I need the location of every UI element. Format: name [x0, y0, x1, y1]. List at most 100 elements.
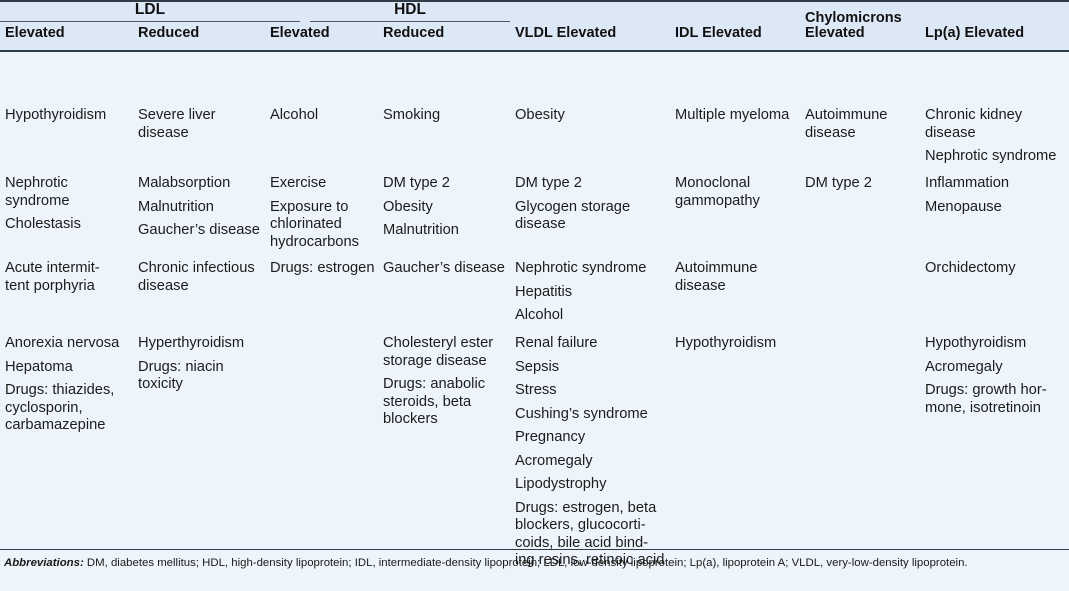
column-header-chylomicrons-elevated-line1: Chylomicrons: [805, 10, 902, 26]
entry: Smoking: [383, 107, 441, 123]
entry: Cushing’s syndrome: [515, 405, 648, 422]
footnote-rule: [0, 549, 1069, 550]
entry: Drugs: estrogen, beta blockers, glucocor…: [515, 499, 665, 569]
entry: Exposure to chlorinated hydrocarbons: [270, 198, 359, 250]
entry: Drugs: niacin toxicity: [138, 358, 224, 393]
group-header-row: LDL HDL: [0, 0, 1069, 24]
entry: Nephrotic syndrome: [925, 148, 1057, 164]
entry: Severe liver disease: [138, 107, 216, 141]
entry: Malnutrition: [383, 222, 459, 238]
entry: Cholesteryl ester storage disease: [383, 335, 494, 369]
column-header-ldl-reduced: Reduced: [138, 25, 200, 41]
entry: Exercise: [270, 175, 327, 191]
entry: Acute intermit-tent porphyria: [5, 260, 100, 294]
entry: Lipodystrophy: [515, 476, 607, 492]
entry: Nephrotic syndrome: [5, 175, 70, 209]
cell-ldl-reduced-row3: Chronic infectious disease: [138, 260, 266, 295]
cell-idl-elevated-row2: Monoclonal gammopathy: [675, 175, 800, 210]
entry: Gaucher’s disease: [383, 260, 505, 276]
entry: Hypothyroidism: [925, 335, 1027, 351]
entry: Drugs: growth hor-mone, isotretinoin: [925, 382, 1047, 416]
entry: Nephrotic syndrome: [515, 260, 647, 276]
entry: Gaucher’s disease: [138, 222, 260, 238]
entry: Hyperthyroidism: [138, 335, 245, 351]
cell-chylomicrons-elevated-row1: Autoimmune disease: [805, 107, 920, 142]
header-top-rule: [0, 0, 1069, 2]
entry: Cholestasis: [5, 216, 81, 232]
entry: Anorexia nervosa: [5, 335, 120, 351]
column-header-ldl-elevated: Elevated: [5, 25, 65, 41]
cell-ldl-elevated-row3: Acute intermit-tent porphyria: [5, 260, 135, 295]
cell-idl-elevated-row4: Hypothyroidism: [675, 335, 800, 353]
group-header-ldl: LDL: [134, 1, 166, 18]
entry: Hepatitis: [515, 283, 573, 300]
cell-ldl-elevated-row1: Hypothyroidism: [5, 107, 135, 125]
entry: Pregnancy: [515, 429, 586, 445]
entry: Menopause: [925, 198, 1002, 215]
entry: Glycogen storage disease: [515, 198, 631, 233]
entry: Obesity: [515, 107, 565, 123]
cell-idl-elevated-row3: Autoimmune disease: [675, 260, 800, 295]
entry: Hypothyroidism: [5, 107, 107, 123]
column-header-chylomicrons-elevated-line2: Elevated: [805, 24, 865, 41]
entry: Malnutrition: [138, 198, 214, 215]
abbreviations-footnote: Abbreviations: DM, diabetes mellitus; HD…: [4, 556, 1054, 571]
entry: Autoimmune disease: [675, 260, 758, 294]
entry: Chronic infectious disease: [138, 260, 255, 294]
cell-vldl-elevated-row2: DM type 2 Glycogen storage disease: [515, 175, 670, 234]
cell-vldl-elevated-row1: Obesity: [515, 107, 670, 125]
entry: Multiple myeloma: [675, 107, 790, 123]
abbreviations-text: DM, diabetes mellitus; HDL, high-density…: [83, 557, 968, 569]
group-header-hdl: HDL: [394, 1, 426, 18]
column-header-hdl-reduced: Reduced: [383, 25, 445, 41]
column-header-lpa-elevated: Lp(a) Elevated: [925, 25, 1025, 41]
abbreviations-label: Abbreviations:: [4, 557, 84, 569]
entry: Hypothyroidism: [675, 335, 777, 351]
cell-hdl-reduced-row1: Smoking: [383, 107, 511, 125]
cell-chylomicrons-elevated-row2: DM type 2: [805, 175, 920, 193]
header-bottom-rule: [0, 50, 1069, 52]
cell-lpa-elevated-row3: Orchidectomy: [925, 260, 1065, 278]
entry: Alcohol: [515, 307, 564, 323]
entry: Inflammation: [925, 175, 1010, 191]
cell-idl-elevated-row1: Multiple myeloma: [675, 107, 800, 125]
entry: DM type 2: [515, 175, 582, 191]
entry: Acromegaly: [925, 358, 1003, 375]
entry: Sepsis: [515, 358, 560, 375]
entry: Obesity: [383, 198, 433, 215]
entry: Hepatoma: [5, 358, 73, 375]
column-header-idl-elevated: IDL Elevated: [675, 25, 762, 41]
entry: DM type 2: [383, 175, 450, 191]
cell-ldl-reduced-row1: Severe liver disease: [138, 107, 266, 142]
entry: Malabsorption: [138, 175, 231, 191]
entry: Acromegaly: [515, 452, 593, 469]
entry: Orchidectomy: [925, 260, 1016, 276]
entry: Stress: [515, 382, 557, 398]
entry: Drugs: anabolic steroids, beta blockers: [383, 376, 486, 427]
cell-hdl-elevated-row1: Alcohol: [270, 107, 380, 125]
entry: Chronic kidney disease: [925, 107, 1023, 141]
entry: Alcohol: [270, 107, 319, 123]
column-header-hdl-elevated: Elevated: [270, 25, 330, 41]
group-rule-hdl: [310, 21, 510, 22]
group-rule-ldl: [0, 21, 300, 22]
cell-hdl-reduced-row3: Gaucher’s disease: [383, 260, 511, 278]
entry: Drugs: thiazides, cyclosporin, carbamaze…: [5, 382, 115, 433]
cell-hdl-elevated-row3: Drugs: estrogen: [270, 260, 380, 278]
